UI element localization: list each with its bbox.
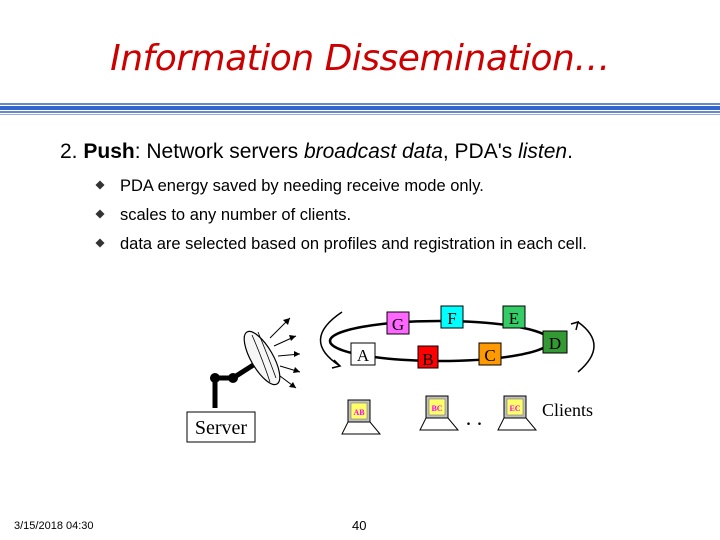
point-colon: : bbox=[135, 140, 141, 163]
square-bullet-icon bbox=[95, 209, 104, 218]
sub-bullet: data are selected based on profiles and … bbox=[96, 233, 587, 262]
cell-a: A bbox=[351, 343, 375, 365]
sub-bullet: PDA energy saved by needing receive mode… bbox=[96, 175, 587, 204]
point-number: 2. bbox=[60, 140, 78, 163]
svg-text:AB: AB bbox=[353, 408, 365, 417]
cell-g: G bbox=[387, 312, 409, 334]
point-keyword: Push bbox=[83, 140, 134, 163]
sub-bullet-list: PDA energy saved by needing receive mode… bbox=[96, 175, 587, 262]
laptop-icon: BC bbox=[420, 396, 458, 430]
svg-text:F: F bbox=[447, 309, 456, 328]
svg-text:BC: BC bbox=[431, 404, 442, 413]
sub-bullet: scales to any number of clients. bbox=[96, 204, 587, 233]
page-number: 40 bbox=[352, 518, 366, 533]
point-text-2: , PDA's bbox=[443, 140, 512, 163]
right-curved-arrow-icon bbox=[578, 322, 594, 372]
square-bullet-icon bbox=[95, 238, 104, 247]
square-bullet-icon bbox=[95, 180, 104, 189]
footer-date: 3/15/2018 04:30 bbox=[14, 520, 94, 532]
clients-ellipsis: . . bbox=[466, 405, 483, 430]
point-text-1: Network servers bbox=[146, 140, 298, 163]
laptop-icon: AB bbox=[342, 400, 380, 434]
server-label: Server bbox=[195, 417, 248, 439]
cell-c: C bbox=[479, 343, 501, 365]
cell-f: F bbox=[441, 306, 463, 328]
cell-b: B bbox=[418, 346, 438, 369]
slide-title: Information Dissemination… bbox=[0, 38, 720, 79]
laptop-icon: EC bbox=[498, 396, 536, 430]
main-point: 2. Push: Network servers broadcast data,… bbox=[60, 140, 573, 164]
cell-d: D bbox=[543, 331, 567, 353]
svg-text:C: C bbox=[484, 346, 495, 365]
point-italic-2: listen bbox=[518, 140, 567, 163]
svg-text:E: E bbox=[509, 309, 519, 328]
title-divider bbox=[0, 100, 720, 120]
clients-label: Clients bbox=[542, 400, 593, 420]
svg-text:EC: EC bbox=[509, 404, 520, 413]
svg-text:B: B bbox=[422, 350, 433, 369]
point-end: . bbox=[567, 140, 573, 163]
svg-text:A: A bbox=[357, 346, 370, 365]
broadcast-diagram: G F E A B C D bbox=[0, 290, 720, 490]
server-antenna-icon bbox=[210, 318, 300, 408]
svg-text:D: D bbox=[549, 334, 561, 353]
point-italic-1: broadcast data bbox=[304, 140, 443, 163]
cell-e: E bbox=[503, 306, 525, 328]
svg-text:G: G bbox=[392, 315, 404, 334]
